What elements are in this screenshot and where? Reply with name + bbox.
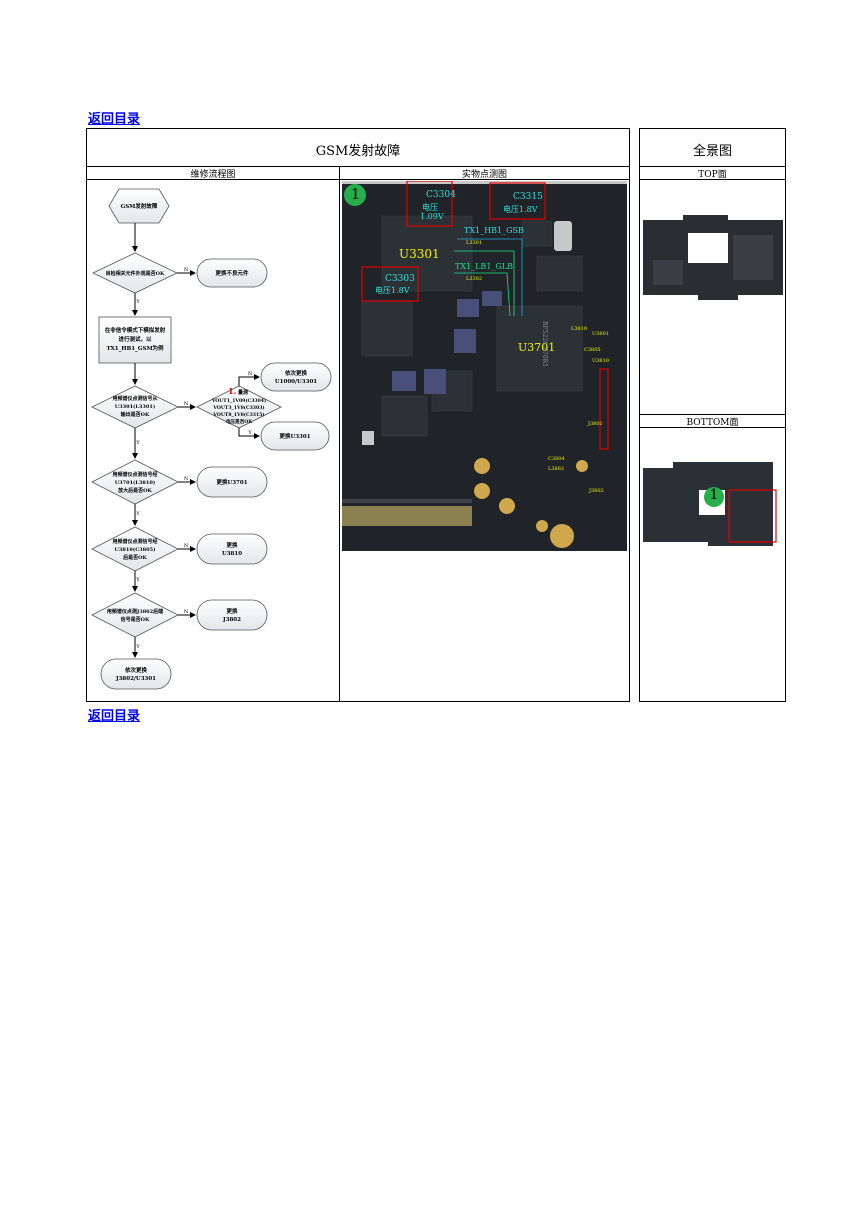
c3303-highlight	[361, 266, 419, 302]
c3804-label: C3804	[548, 456, 565, 462]
l3802-label: L3802	[548, 466, 565, 472]
overview-bottom-photo: 1	[643, 462, 778, 546]
q6-line1: 用频谱仪点测J3802后端	[106, 608, 163, 615]
decision-j3802	[91, 592, 179, 638]
overview-title: 全景图	[692, 144, 732, 159]
repair-flowchart: GSM发射故障 目检相关元件外观是否OK 更换不良元件 在非信令模式下模拟发射 …	[91, 188, 332, 690]
q4-yes: Y	[135, 511, 140, 517]
chip-marking: RF5228 F70R1	[541, 321, 548, 367]
j3802-label: J3802	[589, 488, 604, 494]
u3801-label: U3801	[592, 331, 609, 337]
q2-line2: U3301(L3301)	[115, 403, 155, 410]
q3-no: N	[248, 371, 253, 377]
tx-lb-label: TX1_LB1_GLB	[455, 262, 513, 271]
c3805-label: C3805	[584, 347, 601, 353]
back-to-toc-link[interactable]: 返回目录	[88, 112, 141, 127]
q3-line5: 电压是否OK	[226, 418, 253, 425]
a5-line2: U3810	[222, 551, 242, 557]
c3315-highlight	[489, 182, 546, 220]
q5-no: N	[184, 543, 189, 549]
q4-line3: 放大后是否OK	[117, 487, 152, 494]
step1-line1: 在非信令模式下模拟发射	[105, 326, 166, 334]
step1-line2: 进行测试，以	[118, 335, 152, 343]
l3302-label: L3302	[466, 276, 483, 282]
back-to-toc-link-bottom[interactable]: 返回目录	[88, 709, 141, 724]
q1-label: 目检相关元件外观是否OK	[106, 270, 165, 277]
end-replace-j3802-u3301	[100, 658, 172, 690]
a3b-label: 更换U3301	[279, 432, 310, 440]
start-label: GSM发射故障	[121, 202, 158, 210]
overview-top-photo	[643, 215, 783, 300]
a3a-line1: 依次更换	[285, 369, 308, 377]
a4-label: 更换U3701	[216, 478, 247, 486]
q1-no: N	[184, 267, 189, 273]
u3301-label: U3301	[399, 247, 440, 261]
q2-yes: Y	[135, 440, 140, 446]
bottom-side-label: BOTTOM面	[686, 418, 739, 428]
c3303-voltage: 电压1.8V	[375, 286, 410, 295]
q5-line2: U3810(C3805)	[115, 546, 156, 553]
q3-yes: Y	[247, 430, 252, 436]
action-replace-u1000-u3301	[260, 362, 332, 392]
tx-hb-label: TX1_HB1_GSB	[464, 226, 524, 235]
end-line1: 依次更换	[125, 666, 148, 674]
a6-line1: 更换	[226, 607, 238, 615]
action-replace-u3810	[196, 533, 268, 565]
q1-yes: Y	[135, 299, 140, 305]
q3-line3: VOUT3_1V8(C3303)	[212, 404, 264, 411]
q4-line2: U3701(L3810)	[115, 479, 155, 486]
q5-line1: 用频谱仪点测信号经	[111, 538, 157, 545]
l3810-label: L3810	[571, 326, 588, 332]
q5-line3: 后是否OK	[123, 554, 147, 561]
q4-no: N	[184, 476, 189, 482]
q5-yes: Y	[135, 577, 140, 583]
u3701-label: U3701	[518, 341, 556, 354]
main-title: GSM发射故障	[315, 144, 401, 159]
c3303-label: C3303	[385, 274, 415, 284]
q2-line1: 用频谱仪点测信号从	[111, 395, 157, 402]
board-photo: 1 C3304 电压 1.09V C3315 电压1.8V C3303 电压1.…	[342, 181, 627, 551]
end-line2: J3802/U3301	[115, 676, 156, 682]
action-replace-u3301	[260, 421, 330, 451]
overview-badge: 1	[709, 487, 719, 503]
c3304-label: C3304	[426, 190, 456, 200]
c3304-voltage-2: 1.09V	[420, 212, 444, 221]
overview-table: 全景图 TOP面 BOTTOM面	[639, 128, 786, 702]
q2-line3: 输出是否OK	[121, 411, 150, 418]
photo-column-header: 实物点测图	[461, 170, 507, 180]
q2-no: N	[184, 401, 189, 407]
q3-number: 1.	[228, 386, 237, 396]
q3-line1: 量测	[238, 389, 248, 396]
q3-line4: VOUT8_1V8(C3315)	[212, 411, 264, 418]
c3304-voltage-1: 电压	[422, 203, 438, 212]
j3801-label: J3801	[588, 421, 603, 427]
flow-column-header: 维修流程图	[190, 170, 236, 180]
a6-line2: J3802	[222, 617, 241, 623]
step1-line3: TX1_HB1_GSM为例	[106, 344, 164, 352]
action-replace-j3802	[196, 599, 268, 631]
q6-line2: 信号是否OK	[121, 616, 150, 623]
photo-badge: 1	[350, 185, 361, 203]
action-replace-u3701	[196, 466, 268, 498]
c3315-label: C3315	[513, 192, 543, 202]
a5-line1: 更换	[226, 541, 238, 549]
q3-line2: VOUT1_1V09(C3304)	[211, 397, 266, 404]
c3304-highlight	[406, 181, 453, 227]
start-node	[108, 188, 170, 224]
a3a-line2: U1000/U3301	[275, 379, 317, 385]
u3810-label: U3810	[592, 358, 609, 364]
q6-no: N	[184, 609, 189, 615]
step-simulate-tx	[98, 316, 172, 364]
q6-yes: Y	[135, 644, 140, 650]
c3315-voltage: 电压1.8V	[503, 205, 538, 214]
l3301-label: L3301	[466, 240, 483, 246]
q4-line1: 用频谱仪点测信号经	[111, 471, 157, 478]
a1-label: 更换不良元件	[215, 269, 249, 277]
top-side-label: TOP面	[698, 170, 727, 180]
main-table: GSM发射故障 维修流程图 实物点测图	[86, 128, 630, 702]
action-replace-bad-part	[196, 258, 268, 288]
